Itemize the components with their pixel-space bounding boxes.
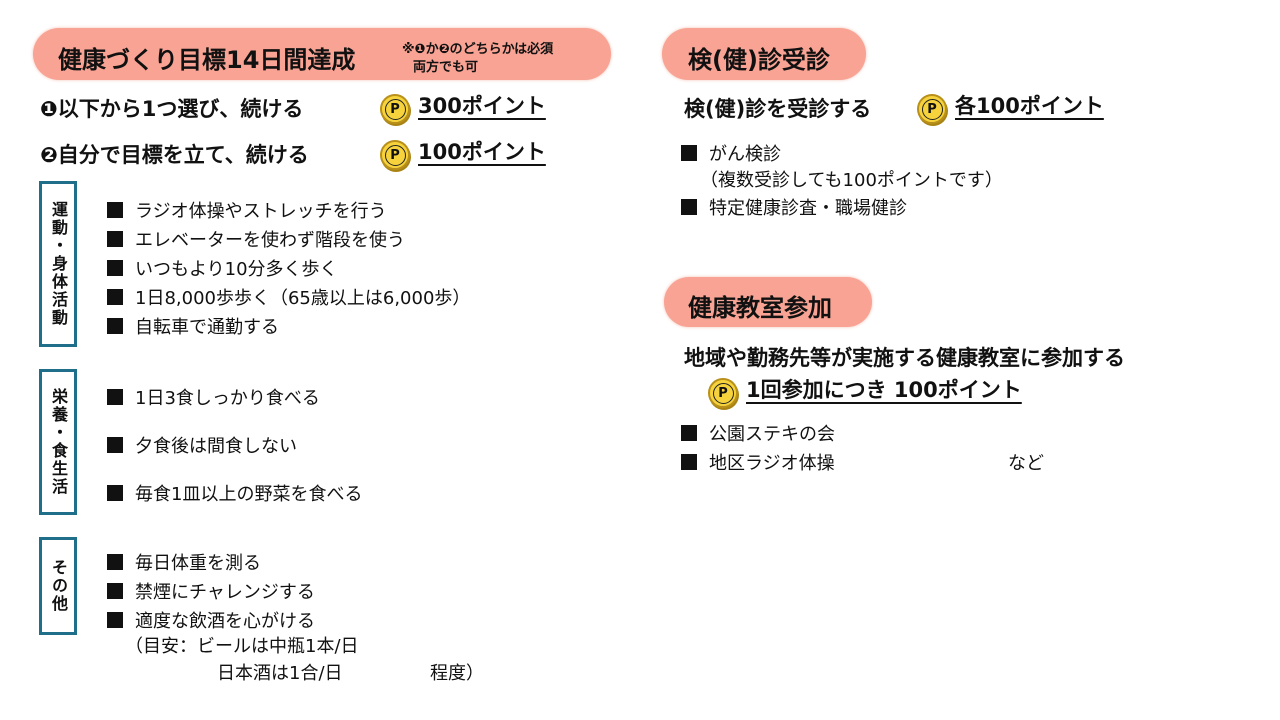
drink-note-2: 日本酒は1合/日: [217, 663, 343, 684]
list-item: エレベーターを使わず階段を使う: [107, 226, 405, 252]
option2-label: ❷自分で目標を立て、続ける: [40, 143, 309, 167]
checkup-note: （複数受診しても100ポイントです）: [700, 170, 1003, 191]
drink-note-1: （目安：ビールは中瓶1本/日: [125, 636, 359, 657]
goal-note-2: 両方でも可: [413, 60, 479, 75]
list-item: 夕食後は間食しない: [107, 432, 297, 458]
list-item: ラジオ体操やストレッチを行う: [107, 197, 387, 223]
checkup-header-pill: [662, 28, 866, 80]
point-coin-icon: P: [917, 93, 947, 124]
checkup-label: 検(健)診を受診する: [684, 97, 872, 121]
category-nutrition: 栄養・食生活: [39, 369, 77, 515]
list-item: 地区ラジオ体操: [681, 449, 835, 475]
category-exercise: 運動・身体活動: [39, 181, 77, 347]
list-item: 毎食1皿以上の野菜を食べる: [107, 480, 362, 506]
list-item: 適度な飲酒を心がける: [107, 607, 315, 633]
checkup-title: 検(健)診受診: [688, 46, 830, 74]
list-item: 1日3食しっかり食べる: [107, 384, 320, 410]
classes-title: 健康教室参加: [688, 294, 832, 322]
classes-header-pill: [664, 277, 872, 327]
list-item: 特定健康診査・職場健診: [681, 194, 907, 220]
list-item: 禁煙にチャレンジする: [107, 578, 315, 604]
classes-label: 地域や勤務先等が実施する健康教室に参加する: [684, 346, 1125, 370]
drink-note-3: 程度）: [430, 663, 484, 684]
goal-note-1: ※❶か❷のどちらかは必須: [402, 42, 554, 57]
point-coin-icon: P: [708, 377, 738, 408]
goal-header-pill: [33, 28, 611, 80]
option1-label: ❶以下から1つ選び、続ける: [40, 97, 304, 121]
list-item: 1日8,000歩歩く（65歳以上は6,000歩）: [107, 284, 470, 310]
list-item: 公園ステキの会: [681, 420, 835, 446]
classes-etc: など: [1008, 453, 1044, 474]
goal-title: 健康づくり目標14日間達成: [58, 46, 356, 74]
list-item: いつもより10分多く歩く: [107, 255, 338, 281]
point-coin-icon: P: [380, 139, 410, 170]
category-other: その他: [39, 537, 77, 635]
list-item: 毎日体重を測る: [107, 549, 261, 575]
list-item: がん検診: [681, 140, 781, 166]
point-coin-icon: P: [380, 93, 410, 124]
list-item: 自転車で通勤する: [107, 313, 279, 339]
